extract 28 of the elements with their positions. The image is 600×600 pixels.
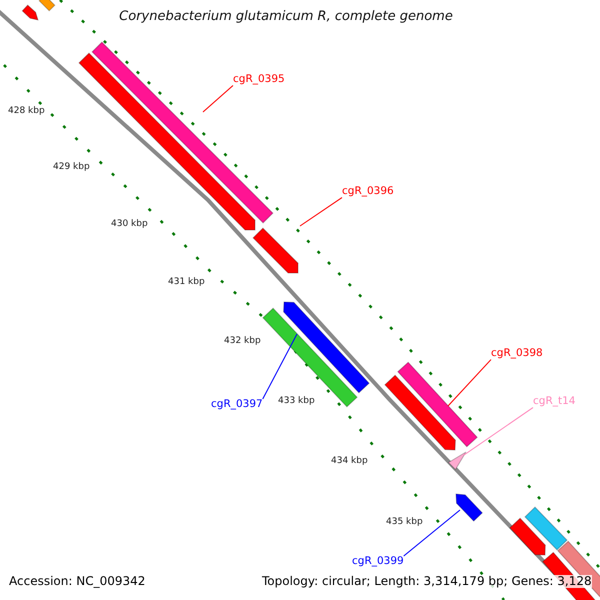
gene-feature: [252, 227, 298, 274]
gene-label: cgR_t14: [533, 396, 576, 408]
gene-label: cgR_0395: [233, 74, 285, 86]
gene-label: cgR_0399: [352, 556, 404, 568]
leader-line: [464, 407, 534, 456]
leader-line: [300, 197, 342, 226]
gene-label: cgR_0396: [342, 186, 394, 198]
gene-label: cgR_0398: [491, 348, 543, 360]
title: Corynebacterium glutamicum R, complete genome: [119, 9, 453, 24]
scale-label: 433 kbp: [278, 397, 315, 407]
scale-label: 432 kbp: [224, 337, 261, 347]
leader-line: [262, 334, 298, 400]
gene-marker: [448, 452, 466, 470]
gene-feature: [262, 308, 358, 408]
gene-feature: [397, 362, 478, 448]
footer-text: Topology: circular; Length: 3,314,179 bp; Genes: 3,128: [262, 575, 592, 588]
leader-line: [448, 359, 492, 406]
footer-text: Accession: NC_009342: [9, 575, 146, 588]
scale-label: 431 kbp: [168, 278, 205, 288]
scale-label: 434 kbp: [331, 457, 368, 467]
gene-feature: [455, 493, 483, 522]
scale-label: 430 kbp: [111, 220, 148, 230]
leader-line: [202, 85, 234, 112]
gene-label: cgR_0397: [211, 399, 263, 411]
scale-label: 435 kbp: [386, 518, 423, 528]
scale-label: 429 kbp: [53, 163, 90, 173]
leader-line: [403, 510, 460, 556]
scale-label: 428 kbp: [8, 107, 45, 117]
